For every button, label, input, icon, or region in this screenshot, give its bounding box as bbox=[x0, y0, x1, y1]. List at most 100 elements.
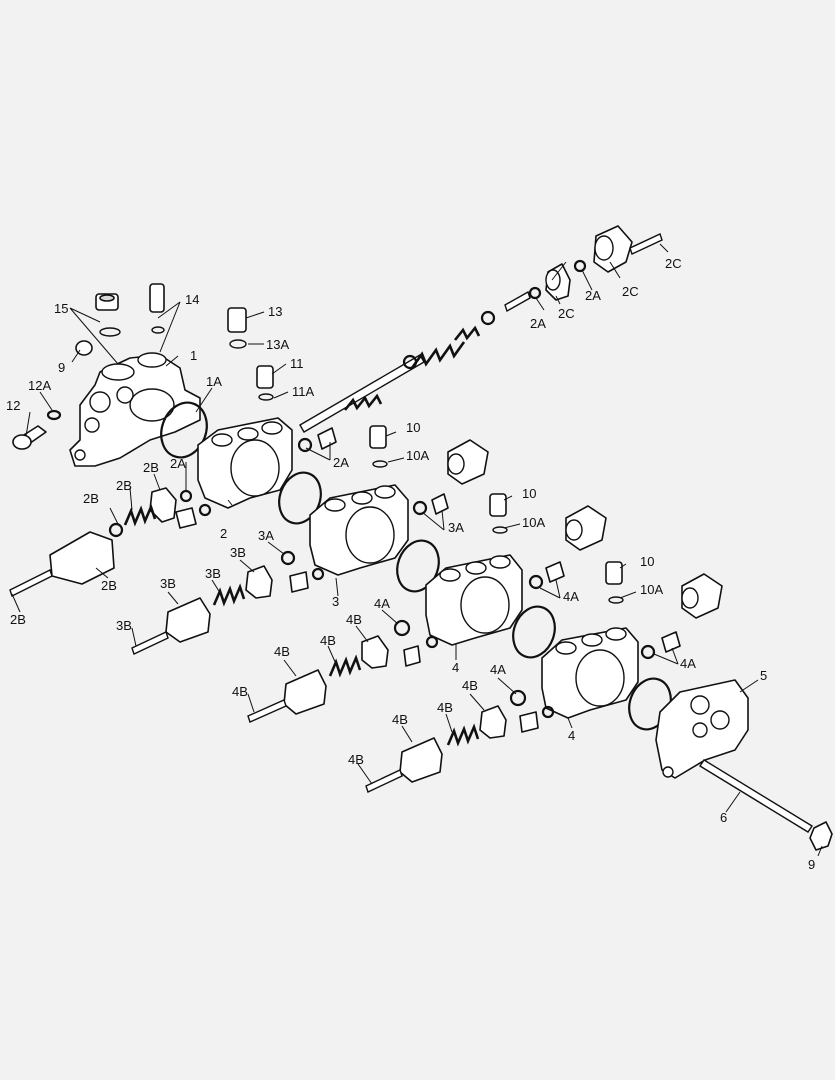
seal-4a-7 bbox=[661, 631, 681, 653]
oring-1a bbox=[160, 401, 208, 459]
plug-13 bbox=[227, 307, 247, 349]
callout-2a-mid: 2A bbox=[333, 455, 349, 470]
leader-lines bbox=[11, 243, 823, 857]
callout-3a-left: 3A bbox=[258, 528, 274, 543]
callout-4b-3: 4B bbox=[274, 644, 290, 659]
callout-2c-b: 2C bbox=[622, 284, 639, 299]
seal-3a-3 bbox=[280, 550, 296, 566]
callout-2a-left: 2A bbox=[170, 456, 186, 471]
spool-cap-2c bbox=[545, 225, 663, 301]
oring-2 bbox=[278, 471, 322, 525]
spool-end-4b-first bbox=[247, 635, 389, 723]
callout-15: 15 bbox=[54, 301, 68, 316]
callout-4-second: 4 bbox=[568, 728, 575, 743]
seal-2a-4 bbox=[175, 507, 197, 529]
callout-2b-5: 2B bbox=[10, 612, 26, 627]
callout-12a: 12A bbox=[28, 378, 51, 393]
seal-3a-4 bbox=[289, 571, 309, 593]
callout-4a-2: 4A bbox=[563, 589, 579, 604]
callout-2c-c: 2C bbox=[665, 256, 682, 271]
callout-9-top: 9 bbox=[58, 360, 65, 375]
callout-5: 5 bbox=[760, 668, 767, 683]
nut-9-top bbox=[75, 340, 93, 356]
seal-2a-3 bbox=[179, 489, 193, 503]
callout-4a-4: 4A bbox=[680, 656, 696, 671]
callout-11: 11 bbox=[290, 356, 304, 371]
callout-10-mid: 10 bbox=[522, 486, 536, 501]
callout-10a-bottom: 10A bbox=[640, 582, 663, 597]
callout-6: 6 bbox=[720, 810, 727, 825]
callout-2a-top2: 2A bbox=[585, 288, 601, 303]
callout-10-top: 10 bbox=[406, 420, 420, 435]
callout-4a-1: 4A bbox=[374, 596, 390, 611]
callout-3b-1: 3B bbox=[230, 545, 246, 560]
callout-4b-7: 4B bbox=[392, 712, 408, 727]
callout-4b-2: 4B bbox=[320, 633, 336, 648]
seal-3a-5 bbox=[311, 567, 325, 581]
seal-3a-1 bbox=[412, 500, 428, 516]
seal-2a-5 bbox=[198, 503, 212, 517]
callout-4b-5: 4B bbox=[462, 678, 478, 693]
callout-3b-2: 3B bbox=[205, 566, 221, 581]
valve-section-3 bbox=[309, 484, 409, 576]
tie-rod-6 bbox=[699, 759, 813, 833]
spool-shaft bbox=[299, 286, 542, 433]
seal-4a-5 bbox=[425, 635, 439, 649]
callout-9-bottom: 9 bbox=[808, 857, 815, 872]
spool-end-3b bbox=[131, 565, 273, 655]
callout-2b-2: 2B bbox=[116, 478, 132, 493]
callout-1: 1 bbox=[190, 348, 197, 363]
callout-14: 14 bbox=[185, 292, 199, 307]
callout-2a-top1: 2A bbox=[530, 316, 546, 331]
oring-4a bbox=[512, 605, 556, 659]
plug-11 bbox=[256, 365, 274, 401]
valve-section-2 bbox=[197, 417, 293, 509]
seal-4a-8 bbox=[509, 689, 527, 707]
seal-4a-1 bbox=[528, 574, 544, 590]
callout-10a-mid: 10A bbox=[522, 515, 545, 530]
cap-10a-mid bbox=[489, 493, 607, 551]
seal-4a-10 bbox=[541, 705, 555, 719]
seal-4a-2 bbox=[545, 561, 565, 583]
relief-valve-14 bbox=[149, 283, 165, 334]
valve-section-4b bbox=[541, 627, 639, 719]
callout-12: 12 bbox=[6, 398, 20, 413]
callout-10a-top: 10A bbox=[406, 448, 429, 463]
nut-9-bottom bbox=[809, 821, 833, 851]
seal-4a-3 bbox=[393, 619, 411, 637]
callout-4b-1: 4B bbox=[346, 612, 362, 627]
callout-2c-a: 2C bbox=[558, 306, 575, 321]
cap-10a-bottom bbox=[605, 561, 723, 619]
callout-4-first: 4 bbox=[452, 660, 459, 675]
oring-3 bbox=[396, 539, 440, 593]
callout-4b-8: 4B bbox=[348, 752, 364, 767]
seal-4a-6 bbox=[640, 644, 656, 660]
callout-4b-6: 4B bbox=[437, 700, 453, 715]
seal-4a-9 bbox=[519, 711, 539, 733]
callout-11a: 11A bbox=[292, 384, 314, 399]
callout-4b-4: 4B bbox=[232, 684, 248, 699]
callout-1a: 1A bbox=[206, 374, 222, 389]
callout-2: 2 bbox=[220, 526, 227, 541]
callout-2b-4: 2B bbox=[101, 578, 117, 593]
callout-4a-3: 4A bbox=[490, 662, 506, 677]
valve-section-4a bbox=[425, 554, 523, 646]
callout-labels: 15 14 9 1 12A 12 13 13A 11 11A 1A 2A 2A … bbox=[6, 256, 815, 872]
seal-4a-4 bbox=[403, 645, 421, 667]
seal-2a-2 bbox=[317, 427, 337, 450]
callout-3b-3: 3B bbox=[160, 576, 176, 591]
seal-3a-2 bbox=[431, 493, 449, 515]
inlet-cover-part bbox=[69, 352, 201, 467]
seal-2a-1 bbox=[297, 437, 313, 453]
spool-end-2b bbox=[9, 487, 177, 597]
callout-13: 13 bbox=[268, 304, 282, 319]
spool-end-4b-second bbox=[365, 705, 507, 793]
fitting-12 bbox=[12, 409, 62, 450]
plug-15 bbox=[95, 293, 121, 337]
callout-10-bottom: 10 bbox=[640, 554, 654, 569]
callout-2b-1: 2B bbox=[143, 460, 159, 475]
callout-3: 3 bbox=[332, 594, 339, 609]
callout-3b-4: 3B bbox=[116, 618, 132, 633]
outlet-cover-5 bbox=[655, 679, 749, 779]
